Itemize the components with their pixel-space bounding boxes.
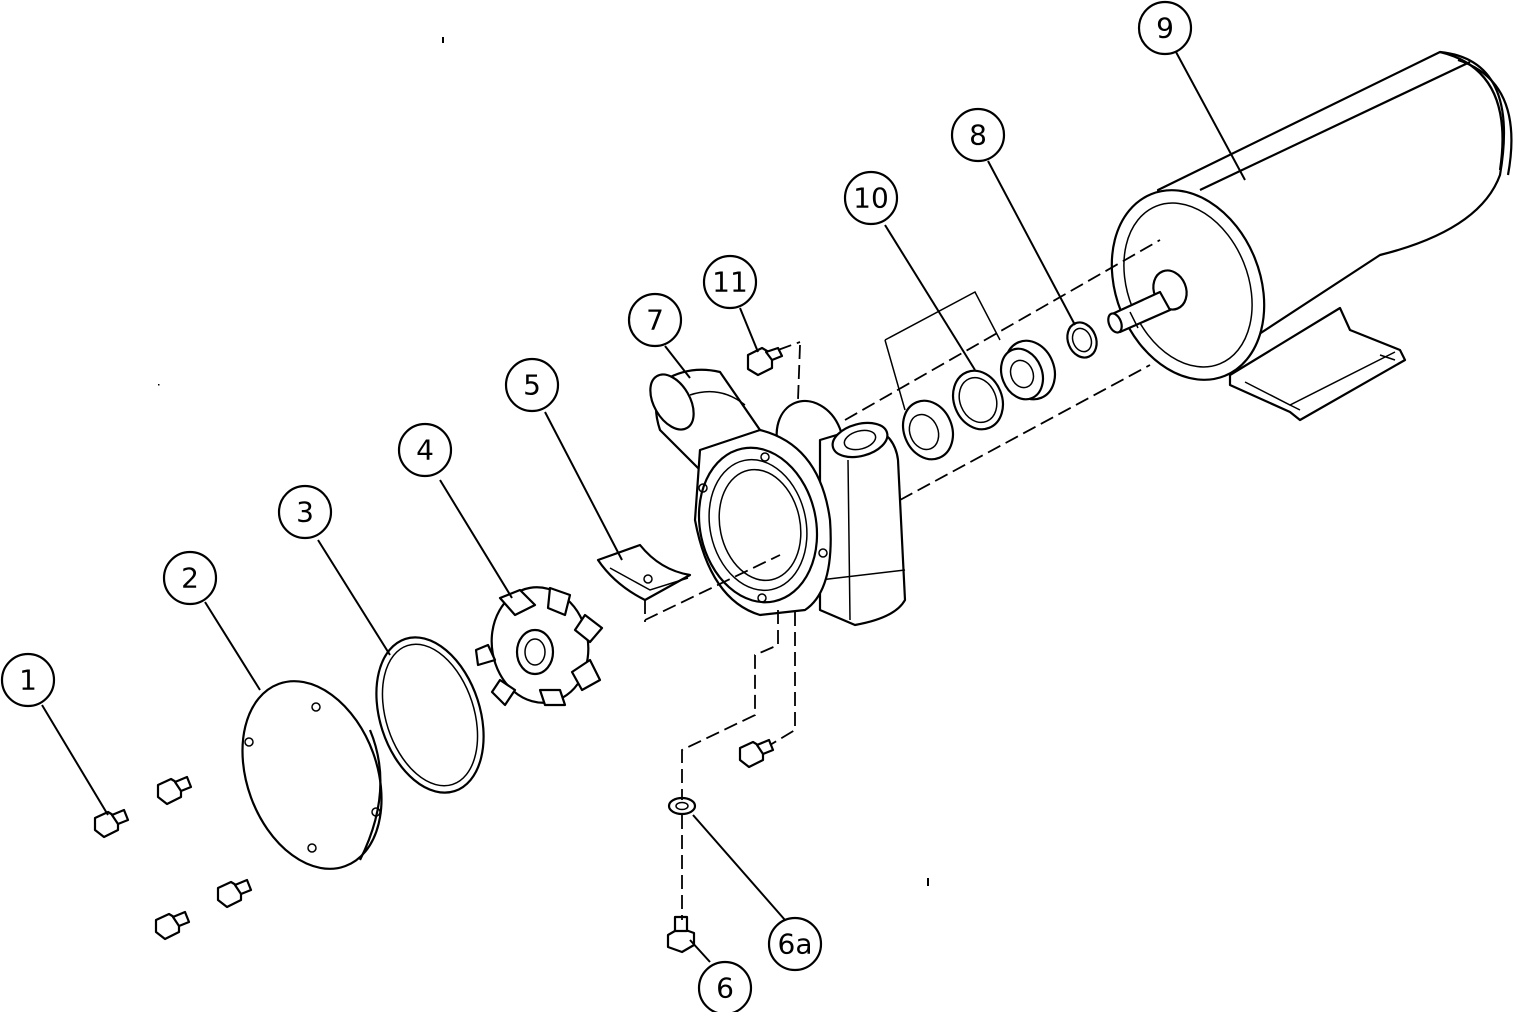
motor: [1107, 50, 1513, 422]
seal-ring-part-8: [1066, 321, 1098, 359]
bolt-1: [93, 808, 130, 839]
o-ring-part-3: [375, 636, 485, 794]
washer-part-6a: [667, 796, 697, 816]
callout-7-label: 7: [646, 304, 664, 337]
callout-3: 3: [277, 484, 333, 540]
callout-5: 5: [504, 357, 560, 413]
callout-6: 6: [697, 960, 753, 1012]
callout-4: 4: [397, 422, 453, 478]
callout-1: 1: [0, 652, 56, 708]
callout-5-label: 5: [523, 369, 541, 402]
callout-6a: 6a: [767, 916, 823, 972]
callout-1-label: 1: [19, 664, 37, 697]
seal-assembly-part-10: [884, 290, 1057, 461]
callout-11-label: 11: [712, 266, 748, 299]
callout-9: 9: [1137, 0, 1193, 56]
bolt-lower-housing: [738, 738, 775, 769]
assembly-centerlines: [644, 239, 1161, 920]
cover-plate-part-2: [241, 680, 383, 870]
bolt-2: [156, 775, 193, 806]
bolt-4: [154, 910, 191, 941]
callout-10-label: 10: [853, 182, 889, 215]
callout-8: 8: [950, 107, 1006, 163]
pump-housing: [649, 368, 907, 627]
callout-6a-label: 6a: [778, 928, 813, 961]
callout-8-label: 8: [969, 119, 987, 152]
callout-11: 11: [702, 254, 758, 310]
impeller-part-4: [474, 586, 604, 707]
callout-6-label: 6: [716, 972, 734, 1005]
leader-lines: [41, 51, 1246, 963]
callout-10: 10: [843, 170, 899, 226]
screw-part-11: [746, 346, 784, 377]
callout-2: 2: [162, 550, 218, 606]
callout-4-label: 4: [416, 434, 434, 467]
callout-7: 7: [627, 292, 683, 348]
bolt-3: [216, 878, 253, 909]
callout-9-label: 9: [1156, 12, 1174, 45]
callout-2-label: 2: [181, 562, 199, 595]
scan-specks: [158, 37, 929, 886]
wear-plate-part-5: [596, 543, 692, 602]
callout-3-label: 3: [296, 496, 314, 529]
drain-plug-part-6: [666, 915, 696, 954]
